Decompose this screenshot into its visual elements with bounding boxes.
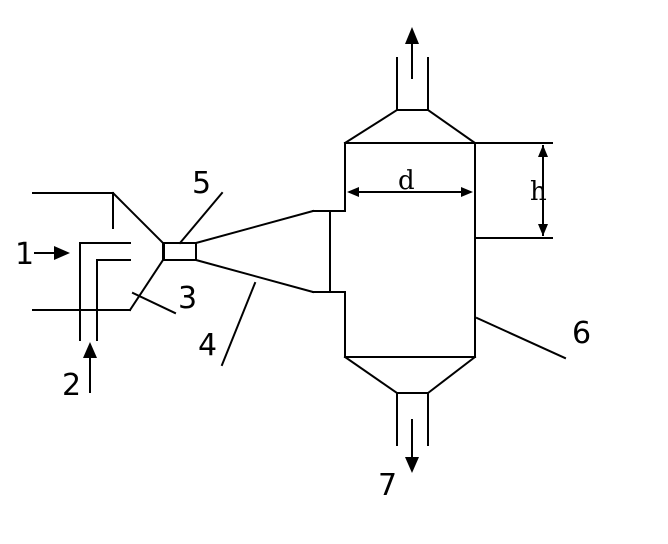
- label-1: 1: [15, 237, 34, 272]
- nozzle-block: [163, 242, 197, 261]
- leader-4: [220, 281, 257, 367]
- upper-cone-line: [111, 191, 165, 245]
- diameter-dimension: d: [347, 166, 473, 197]
- leader-3: [131, 291, 177, 315]
- label-5: 5: [192, 166, 211, 201]
- label-4: 4: [198, 328, 217, 363]
- height-symbol: h: [530, 177, 547, 207]
- inlet-2-arrow: [83, 342, 97, 393]
- diameter-symbol: d: [398, 166, 415, 196]
- label-3: 3: [178, 281, 197, 316]
- inlet-1-arrow: [34, 246, 70, 260]
- diffuser-tube: [194, 209, 346, 294]
- separator-vessel: [343, 57, 477, 446]
- height-dimension: h: [474, 142, 553, 239]
- feed-section: [32, 191, 165, 341]
- lower-cone-line: [128, 258, 165, 312]
- top-outlet-arrow: [405, 27, 419, 79]
- leader-5: [178, 191, 224, 245]
- bottom-outlet-arrow: [405, 419, 419, 473]
- label-2: 2: [62, 368, 81, 403]
- label-7: 7: [378, 468, 397, 503]
- label-6: 6: [572, 316, 591, 351]
- leader-6: [475, 316, 567, 360]
